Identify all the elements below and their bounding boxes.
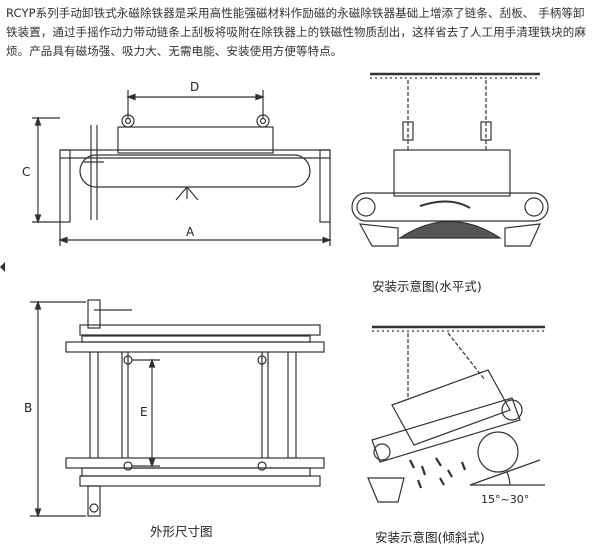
horizontal-install-drawing (351, 72, 549, 247)
top-view-drawing (30, 299, 325, 518)
caption-horizontal-install: 安装示意图(水平式) (372, 279, 482, 294)
dim-label-B: B (24, 401, 32, 415)
left-arrow-icon[interactable] (0, 262, 5, 272)
intro-paragraph: RCYP系列手动卸铁式永磁除铁器是采用高性能强磁材料作励磁的永磁除铁器基础上增添… (6, 6, 586, 58)
caption-inclined-install: 安装示意图(倾斜式) (375, 530, 485, 545)
inclined-install-drawing (367, 325, 545, 503)
caption-outline-dimensions: 外形尺寸图 (150, 524, 213, 539)
dim-label-E: E (140, 405, 148, 419)
dim-label-D: D (190, 80, 199, 94)
dim-label-C: C (22, 165, 30, 179)
angle-label: 15°~30° (481, 493, 529, 506)
front-view-drawing (32, 90, 332, 246)
dim-label-A: A (186, 225, 195, 239)
